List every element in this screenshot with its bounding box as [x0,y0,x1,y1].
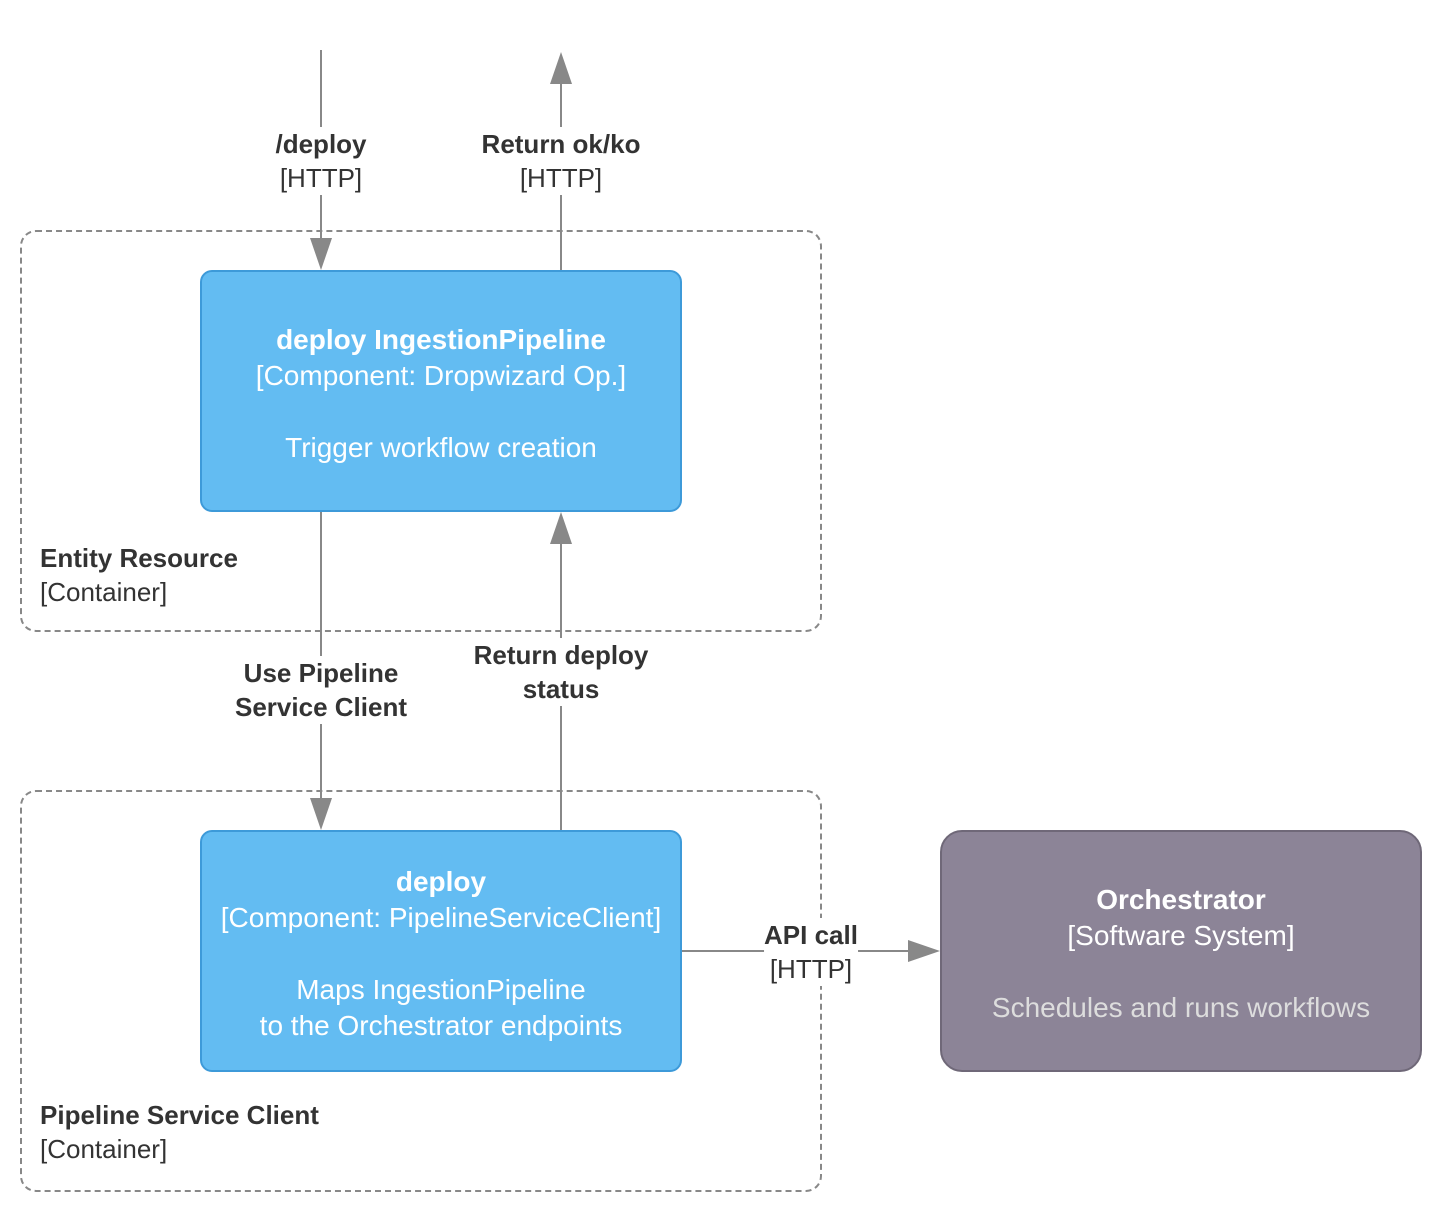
relation-name: Return ok/ko [481,129,641,159]
relation-name-line-2: Service Client [235,692,407,722]
container-kind: [Container] [40,1134,168,1164]
component-title: deploy IngestionPipeline [276,324,606,355]
orchestrator-system[interactable]: Orchestrator [Software System] Schedules… [940,830,1422,1072]
edge-label-return-out: Return ok/ko [HTTP] [481,127,641,195]
entity-resource-boundary [20,230,822,632]
deploy-client-component[interactable]: deploy [Component: PipelineServiceClient… [200,830,682,1072]
system-technology: [Software System] [1067,920,1295,951]
deploy-ingestion-pipeline-component[interactable]: deploy IngestionPipeline [Component: Dro… [200,270,682,512]
relation-technology: [HTTP] [769,954,853,984]
relation-technology: [HTTP] [519,163,603,193]
system-title: Orchestrator [1096,884,1266,915]
pipeline-service-client-boundary [20,790,822,1192]
arrowhead-return-out [550,52,572,84]
relation-name: API call [764,920,858,950]
component-description: Trigger workflow creation [285,432,597,463]
component-technology: [Component: PipelineServiceClient] [220,902,662,933]
component-technology: [Component: Dropwizard Op.] [255,360,627,391]
component-description-line-2: to the Orchestrator endpoints [259,1010,623,1041]
component-description-line-1: Maps IngestionPipeline [296,974,586,1005]
edge-label-return-status: Return deploy status [473,638,649,706]
arrowhead-api-call [908,940,940,962]
relation-name-line-1: Use Pipeline [243,658,399,688]
container-name: Entity Resource [40,543,238,573]
edge-label-api-call: API call [HTTP] [764,918,858,986]
relation-name: /deploy [275,129,367,159]
system-description: Schedules and runs workflows [991,992,1371,1023]
container-name: Pipeline Service Client [40,1100,319,1130]
relation-name-line-2: status [522,674,600,704]
relation-name-line-1: Return deploy [473,640,649,670]
relation-technology: [HTTP] [279,163,363,193]
container-kind: [Container] [40,577,168,607]
entity-resource-label: Entity Resource [Container] [40,541,238,609]
arrowhead-use-client [310,798,332,830]
component-title: deploy [395,866,487,897]
edge-label-use-client: Use Pipeline Service Client [235,656,407,724]
arrowhead-deploy-in [310,238,332,270]
pipeline-service-client-label: Pipeline Service Client [Container] [40,1098,319,1166]
arrowhead-return-status [550,512,572,544]
edge-label-deploy-in: /deploy [HTTP] [275,127,367,195]
